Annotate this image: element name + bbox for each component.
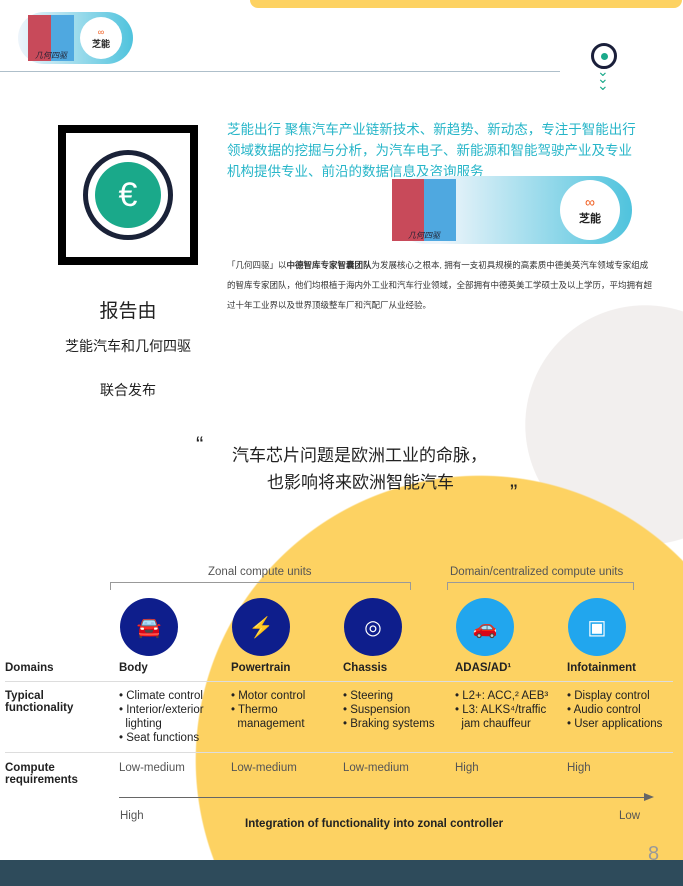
domain-icons: 🚘 ⚡ ◎ 🚗 ▣ <box>120 598 626 656</box>
steering-wheel-icon: ◎ <box>344 598 402 656</box>
domain-name: Body <box>119 662 148 674</box>
car-signal-icon: 🚗 <box>456 598 514 656</box>
zhineng-logo-text: 芝能 <box>579 213 601 225</box>
divider <box>5 681 673 682</box>
functionality-item: • Audio control <box>567 704 641 716</box>
functionality-item: lighting <box>119 718 162 730</box>
engine-plug-icon: ⚡ <box>232 598 290 656</box>
bottom-bar <box>0 860 683 886</box>
divider <box>5 752 673 753</box>
chevron-down-icon: ⌄⌄⌄ <box>597 63 609 93</box>
functionality-item: • Steering <box>343 690 394 702</box>
axis-arrow <box>119 797 647 798</box>
zhineng-logo: ∞芝能 <box>80 17 122 59</box>
compute-requirement: Low-medium <box>343 762 409 774</box>
group-zonal-bracket <box>110 582 411 590</box>
yellow-circle-decoration <box>0 470 683 860</box>
domain-name: ADAS/AD¹ <box>455 662 512 674</box>
row-label-functionality: Typical functionality <box>5 690 74 714</box>
report-publishers: 芝能汽车和几何四驱 <box>65 338 191 354</box>
quote-line-1: 汽车芯片问题是欧洲工业的命脉， <box>232 446 487 465</box>
domain-name: Infotainment <box>567 662 636 674</box>
quote-line-2: 也影响将来欧洲智能汽车 <box>267 473 454 492</box>
compute-requirement: High <box>455 762 479 774</box>
functionality-item: • Seat functions <box>119 732 200 744</box>
touch-screen-icon: ▣ <box>568 598 626 656</box>
euro-icon: € <box>95 162 161 228</box>
functionality-item: • Suspension <box>343 704 411 716</box>
car-convertible-icon: 🚘 <box>120 598 178 656</box>
functionality-item: • Thermo <box>231 704 278 716</box>
intro-logo: 几何四驱 ∞芝能 <box>392 176 632 244</box>
quote-open: “ <box>196 432 204 457</box>
desc-post: 为发展核心之根本, 拥有一支初具规模的高素质中德美英汽车领域专家组成的智库专家团… <box>227 260 653 310</box>
functionality-item: management <box>231 718 305 730</box>
report-by: 报告由 <box>99 301 157 322</box>
functionality-item: • Interior/exterior <box>119 704 204 716</box>
axis-high: High <box>120 810 144 822</box>
group-domain-label: Domain/centralized compute units <box>450 566 624 578</box>
zhineng-logo-text: 芝能 <box>91 38 110 49</box>
quote-close: ” <box>510 480 518 505</box>
intro-description: 「几何四驱」以中德智库专家智囊团队为发展核心之根本, 拥有一支初具规模的高素质中… <box>227 255 652 315</box>
functionality-item: • L2+: ACC,² AEB³ <box>455 690 549 702</box>
group-domain-bracket <box>447 582 634 590</box>
functionality-item: • L3: ALKS⁴/traffic <box>455 704 547 716</box>
header-divider <box>0 71 560 72</box>
functionality-item: • User applications <box>567 718 663 730</box>
row-label-domains: Domains <box>5 662 54 674</box>
axis-label: Integration of functionality into zonal … <box>245 818 504 830</box>
intro-text: 芝能出行 聚焦汽车产业链新技术、新趋势、新动态，专注于智能出行领域数据的挖掘与分… <box>227 122 636 179</box>
desc-bold: 中德智库专家智囊团队 <box>286 260 372 270</box>
compute-requirement: Low-medium <box>231 762 297 774</box>
zhineng-logo: ∞芝能 <box>560 180 620 240</box>
functionality-item: • Display control <box>567 690 650 702</box>
axis-low: Low <box>619 810 641 822</box>
jihe-logo: 几何四驱 <box>28 15 74 61</box>
page-number: 8 <box>648 843 660 865</box>
location-pin-icon <box>591 43 617 69</box>
jihe-logo: 几何四驱 <box>392 179 456 241</box>
domain-name: Chassis <box>343 662 388 674</box>
compute-requirement: Low-medium <box>119 762 185 774</box>
domain-name: Powertrain <box>231 662 291 674</box>
row-label-compute: Compute requirements <box>5 762 78 786</box>
report-joint: 联合发布 <box>100 382 156 398</box>
functionality-item: • Climate control <box>119 690 203 702</box>
compute-requirement: High <box>567 762 591 774</box>
header-logo: 几何四驱 ∞芝能 <box>18 12 133 64</box>
functionality-item: jam chauffeur <box>455 718 531 730</box>
euro-icon-box: € <box>58 125 198 265</box>
arrow-head-icon <box>644 793 654 801</box>
functionality-item: • Motor control <box>231 690 306 702</box>
functionality-item: • Braking systems <box>343 718 435 730</box>
jihe-logo-text: 几何四驱 <box>35 51 67 60</box>
jihe-logo-text: 几何四驱 <box>408 231 440 240</box>
group-zonal-label: Zonal compute units <box>208 566 312 578</box>
top-band <box>250 0 682 8</box>
desc-pre: 「几何四驱」以 <box>227 260 287 270</box>
